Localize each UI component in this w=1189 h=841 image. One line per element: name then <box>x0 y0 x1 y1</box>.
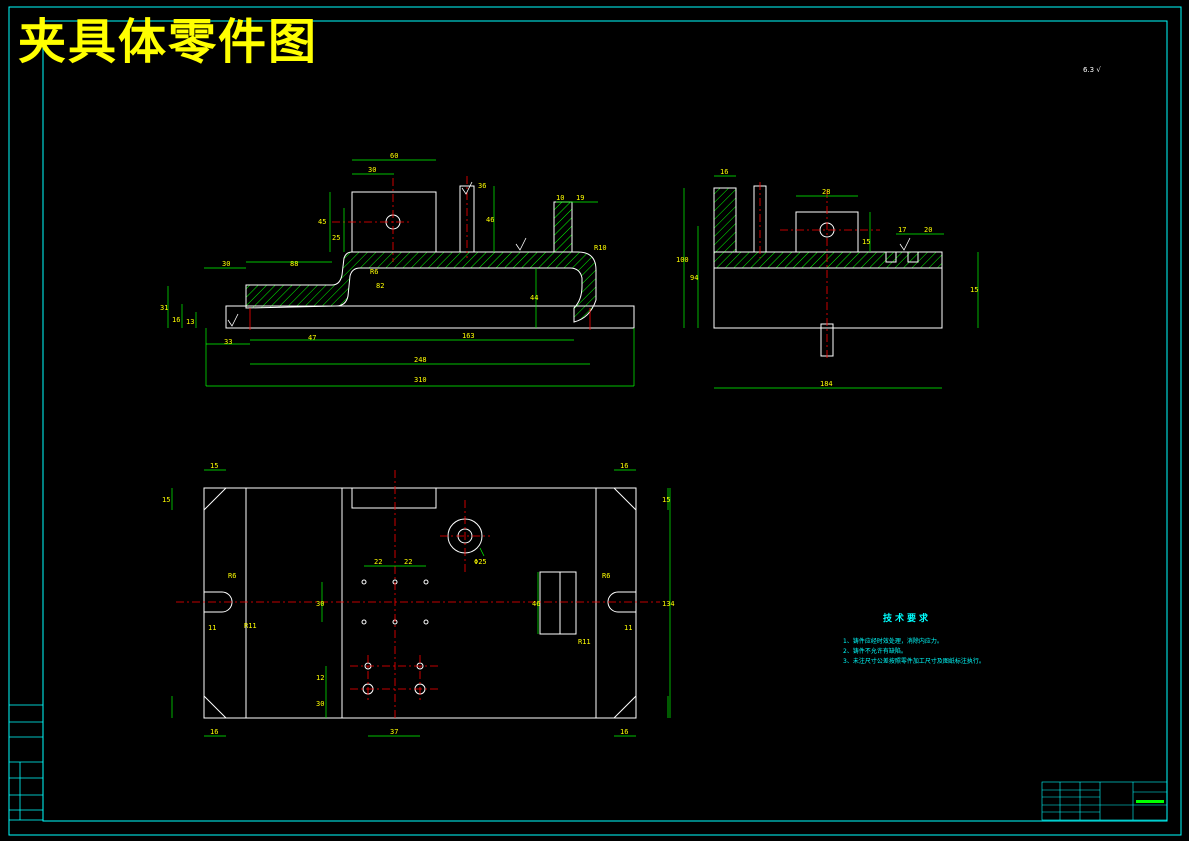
side-dim-94: 94 <box>690 274 698 282</box>
dim-45: 45 <box>318 218 326 226</box>
dim-31: 31 <box>160 304 168 312</box>
dim-36: 36 <box>478 182 486 190</box>
technical-requirement-3: 3、未注尺寸公差按照零件加工尺寸及图纸标注执行。 <box>843 658 985 665</box>
roughness-mark-side <box>899 237 911 251</box>
side-view: 16 28 100 94 15 17 20 15 184 <box>676 168 978 389</box>
roughness-mark-front <box>227 181 527 327</box>
plan-dim-11a: 11 <box>208 624 216 632</box>
plan-dim-R11b: R11 <box>578 638 591 646</box>
plan-dim-R6a: R6 <box>228 572 236 580</box>
plan-dim-R6b: R6 <box>602 572 610 580</box>
dim-13: 13 <box>186 318 194 326</box>
side-dim-16: 16 <box>720 168 728 176</box>
dim-47: 47 <box>308 334 316 342</box>
plan-dim-15a: 15 <box>210 462 218 470</box>
side-dim-100: 100 <box>676 256 689 264</box>
plan-dim-134: 134 <box>662 600 675 608</box>
drawing-title: 夹具体零件图 <box>18 14 319 70</box>
plan-dim-16a: 16 <box>620 462 628 470</box>
technical-requirements-heading: 技术要求 <box>883 614 932 624</box>
dim-60: 60 <box>390 152 398 160</box>
technical-requirement-1: 1、铸件应经时效处理，消除内应力。 <box>843 638 943 645</box>
plan-dim-phi25: Φ25 <box>474 558 487 566</box>
side-dim-17: 17 <box>898 226 906 234</box>
dim-10: 10 <box>556 194 564 202</box>
dim-163: 163 <box>462 332 475 340</box>
dim-44: 44 <box>530 294 538 302</box>
side-dim-15b: 15 <box>970 286 978 294</box>
plan-dim-22b: 22 <box>404 558 412 566</box>
dim-16: 16 <box>172 316 180 324</box>
plan-view: 15 16 15 15 16 16 R6 R6 11 11 R11 R11 22… <box>162 462 675 737</box>
plan-dim-22a: 22 <box>374 558 382 566</box>
plan-dim-30b: 30 <box>316 700 324 708</box>
dim-82: 82 <box>376 282 384 290</box>
dim-248: 248 <box>414 356 427 364</box>
plan-dim-37: 37 <box>390 728 398 736</box>
plan-dim-46: 46 <box>532 600 540 608</box>
dim-33: 33 <box>224 338 232 346</box>
plan-dim-15c: 15 <box>662 496 670 504</box>
left-stamp-table <box>8 704 44 821</box>
side-dim-184: 184 <box>820 380 833 388</box>
plan-dim-12: 12 <box>316 674 324 682</box>
dim-R10: R10 <box>594 244 607 252</box>
outer-frame <box>8 6 1182 836</box>
inner-frame <box>42 20 1168 822</box>
dim-25: 25 <box>332 234 340 242</box>
dim-88: 88 <box>290 260 298 268</box>
plan-dim-15b: 15 <box>162 496 170 504</box>
dim-46: 46 <box>486 216 494 224</box>
dim-R6: R6 <box>370 268 378 276</box>
roughness-check-icon: √ <box>1096 66 1101 74</box>
dim-30: 30 <box>368 166 376 174</box>
side-dim-28: 28 <box>822 188 830 196</box>
dim-30b: 30 <box>222 260 230 268</box>
roughness-value: 6.3 <box>1083 66 1095 74</box>
side-dim-20: 20 <box>924 226 932 234</box>
plan-dim-11b: 11 <box>624 624 632 632</box>
plan-dim-16b: 16 <box>210 728 218 736</box>
dim-310: 310 <box>414 376 427 384</box>
plan-dim-R11a: R11 <box>244 622 257 630</box>
title-block <box>1041 781 1168 821</box>
plan-dim-30: 30 <box>316 600 324 608</box>
plan-dim-16c: 16 <box>620 728 628 736</box>
front-view: 60 30 36 46 45 25 10 19 R10 30 88 R6 82 … <box>160 152 635 387</box>
technical-requirement-2: 2、铸件不允许有缺陷。 <box>843 648 907 655</box>
roughness-note: 6.3 √ <box>1083 66 1101 74</box>
dim-19: 19 <box>576 194 584 202</box>
side-dim-15: 15 <box>862 238 870 246</box>
